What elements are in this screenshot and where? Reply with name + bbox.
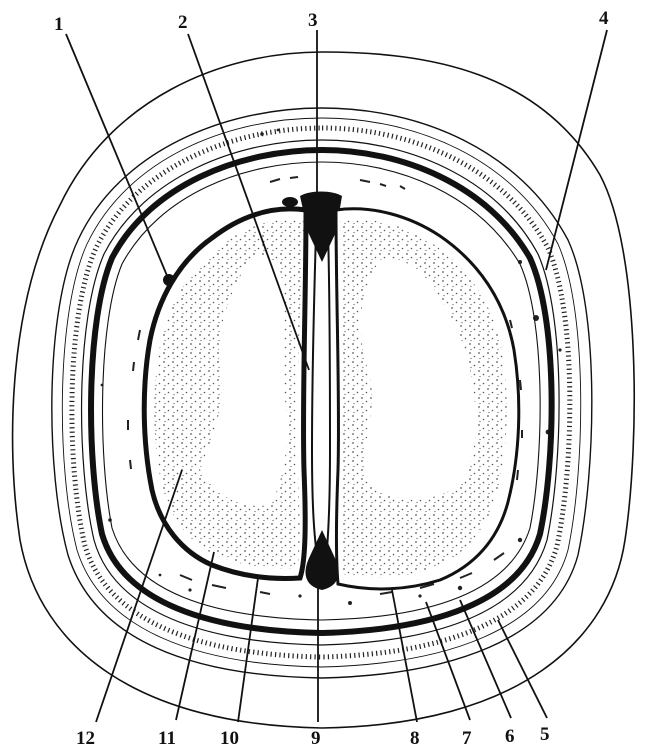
label-1: 1	[54, 14, 64, 35]
label-11: 11	[158, 728, 176, 749]
label-2: 2	[178, 12, 188, 33]
label-4: 4	[599, 8, 609, 29]
sinus-lacuna	[282, 197, 298, 207]
label-3: 3	[308, 10, 318, 31]
label-6: 6	[505, 726, 515, 747]
label-8: 8	[410, 728, 420, 749]
label-10: 10	[220, 728, 239, 749]
label-5: 5	[540, 724, 550, 745]
label-7: 7	[462, 728, 472, 749]
label-12: 12	[76, 728, 95, 749]
label-9: 9	[311, 728, 321, 749]
